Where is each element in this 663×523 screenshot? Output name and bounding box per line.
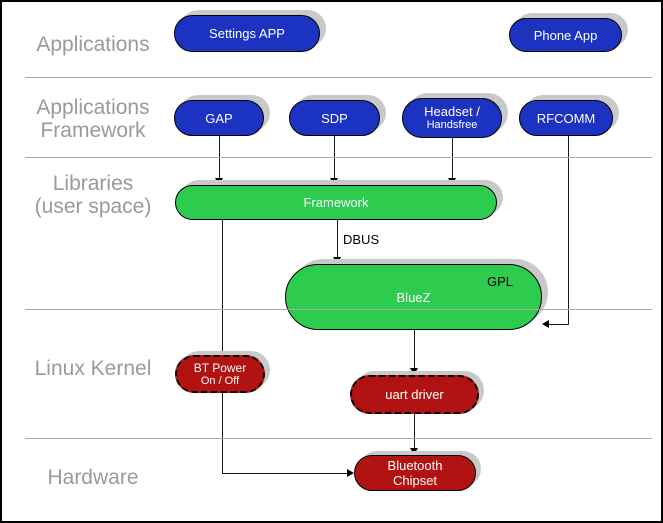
node-uart-driver: uart driver — [350, 375, 479, 414]
node-label: Chipset — [392, 473, 438, 488]
connector-framework-to-chipset-horizontal — [222, 473, 349, 474]
node-gap: GAP — [174, 100, 264, 136]
node-label: Framework — [303, 195, 369, 210]
node-bluez: BlueZ GPL — [285, 264, 542, 330]
layer-label-libraries: Libraries (user space) — [22, 172, 164, 218]
arrowhead-down-icon — [410, 448, 418, 455]
layer-separator — [25, 438, 652, 439]
node-label: On / Off — [200, 374, 240, 387]
layer-label-text: Libraries — [52, 172, 134, 195]
connector-bluez-to-uart — [414, 330, 415, 370]
node-settings-app: Settings APP — [174, 15, 320, 52]
layer-label-applications: Applications — [22, 33, 164, 56]
layer-label-hardware: Hardware — [22, 466, 164, 489]
node-label: Phone App — [533, 27, 598, 43]
connector-headset-to-framework — [452, 138, 453, 186]
node-label: BT Power — [193, 360, 247, 375]
node-label: BlueZ — [396, 289, 431, 305]
arrowhead-down-icon — [448, 178, 456, 185]
connector-gap-to-framework — [219, 136, 220, 186]
arrowhead-down-icon — [330, 178, 338, 185]
connector-uart-to-chipset — [414, 414, 415, 450]
layer-label-applications-framework: Applications Framework — [22, 96, 164, 142]
connector-rfcomm-to-bluez-horizontal — [549, 324, 569, 325]
node-framework: Framework — [175, 185, 497, 220]
layer-label-text: (user space) — [34, 195, 152, 218]
edge-label-dbus: DBUS — [343, 232, 380, 247]
node-bt-power: BT Power On / Off — [175, 355, 265, 393]
node-phone-app: Phone App — [509, 18, 622, 52]
layer-separator — [25, 309, 652, 310]
layer-label-text: Hardware — [47, 466, 139, 489]
node-headset-handsfree: Headset / Handsfree — [402, 98, 502, 138]
arrowhead-down-icon — [410, 368, 418, 375]
node-label: uart driver — [385, 387, 444, 402]
layer-label-text: Applications — [36, 96, 150, 119]
layer-label-text: Linux Kernel — [34, 357, 152, 380]
node-label: SDP — [321, 110, 348, 126]
arrowhead-left-icon — [542, 320, 549, 328]
layer-separator — [25, 77, 652, 78]
connector-rfcomm-to-bluez-vertical — [568, 136, 569, 325]
gpl-badge: GPL — [486, 274, 513, 289]
layer-label-text: Applications — [36, 33, 150, 56]
node-bluetooth-chipset: Bluetooth Chipset — [354, 455, 476, 491]
node-label: RFCOMM — [536, 110, 596, 126]
node-label: Bluetooth — [387, 458, 443, 473]
connector-sdp-to-framework — [334, 136, 335, 186]
node-label: Headset / — [424, 103, 480, 119]
arrowhead-right-icon — [347, 469, 354, 477]
layer-label-linux-kernel: Linux Kernel — [22, 357, 164, 380]
node-rfcomm: RFCOMM — [519, 100, 613, 136]
node-label: GAP — [205, 110, 233, 126]
layer-label-text: Framework — [40, 119, 146, 142]
node-sdp: SDP — [289, 100, 380, 136]
arrowhead-down-icon — [215, 178, 223, 185]
connector-framework-to-bluez — [337, 220, 338, 260]
arrowhead-down-icon — [333, 257, 341, 264]
node-label: Handsfree — [426, 118, 478, 131]
node-label: Settings APP — [209, 26, 285, 41]
connector-framework-to-chipset-vertical — [222, 220, 223, 474]
layer-separator — [25, 157, 652, 158]
